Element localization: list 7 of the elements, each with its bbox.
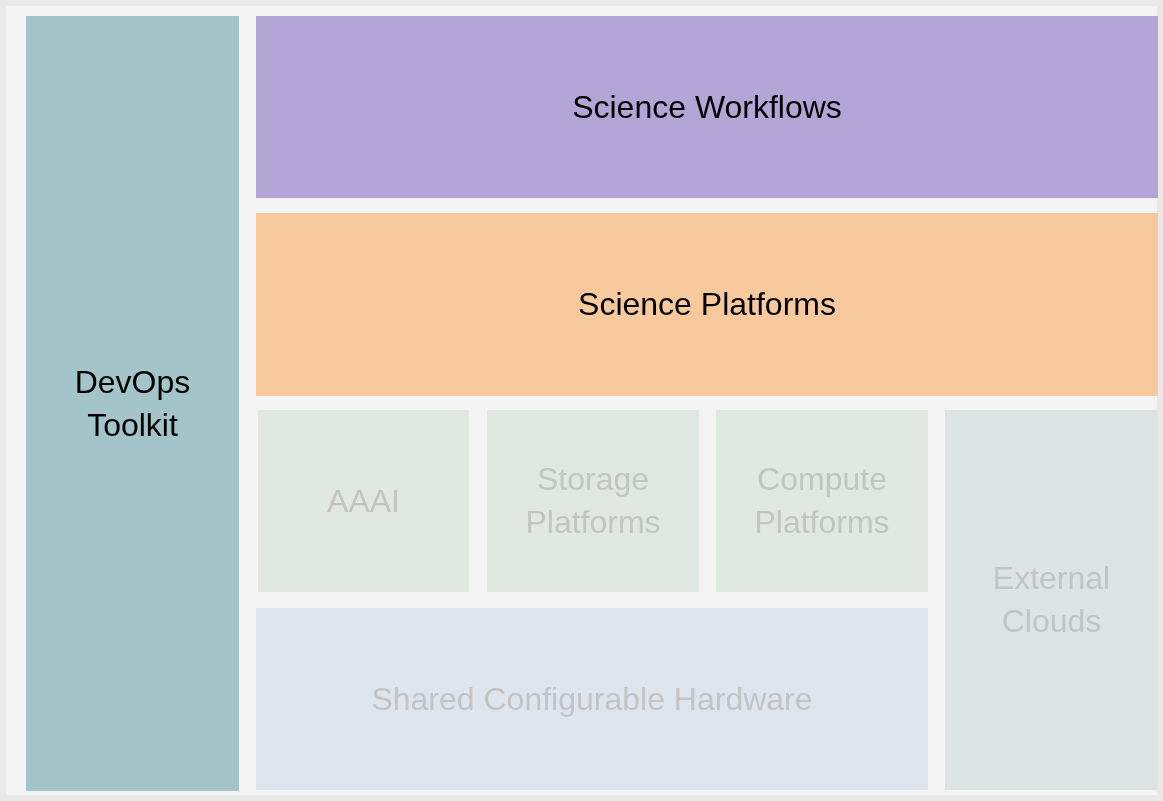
layer-block [26, 16, 239, 791]
layer-block [256, 16, 1158, 198]
block-label: Science Workflows [572, 87, 842, 127]
block-label: DevOps Toolkit [73, 362, 192, 445]
block-label: Science Platforms [578, 285, 836, 324]
layer-block [256, 213, 1158, 396]
layer-block [945, 410, 1158, 790]
